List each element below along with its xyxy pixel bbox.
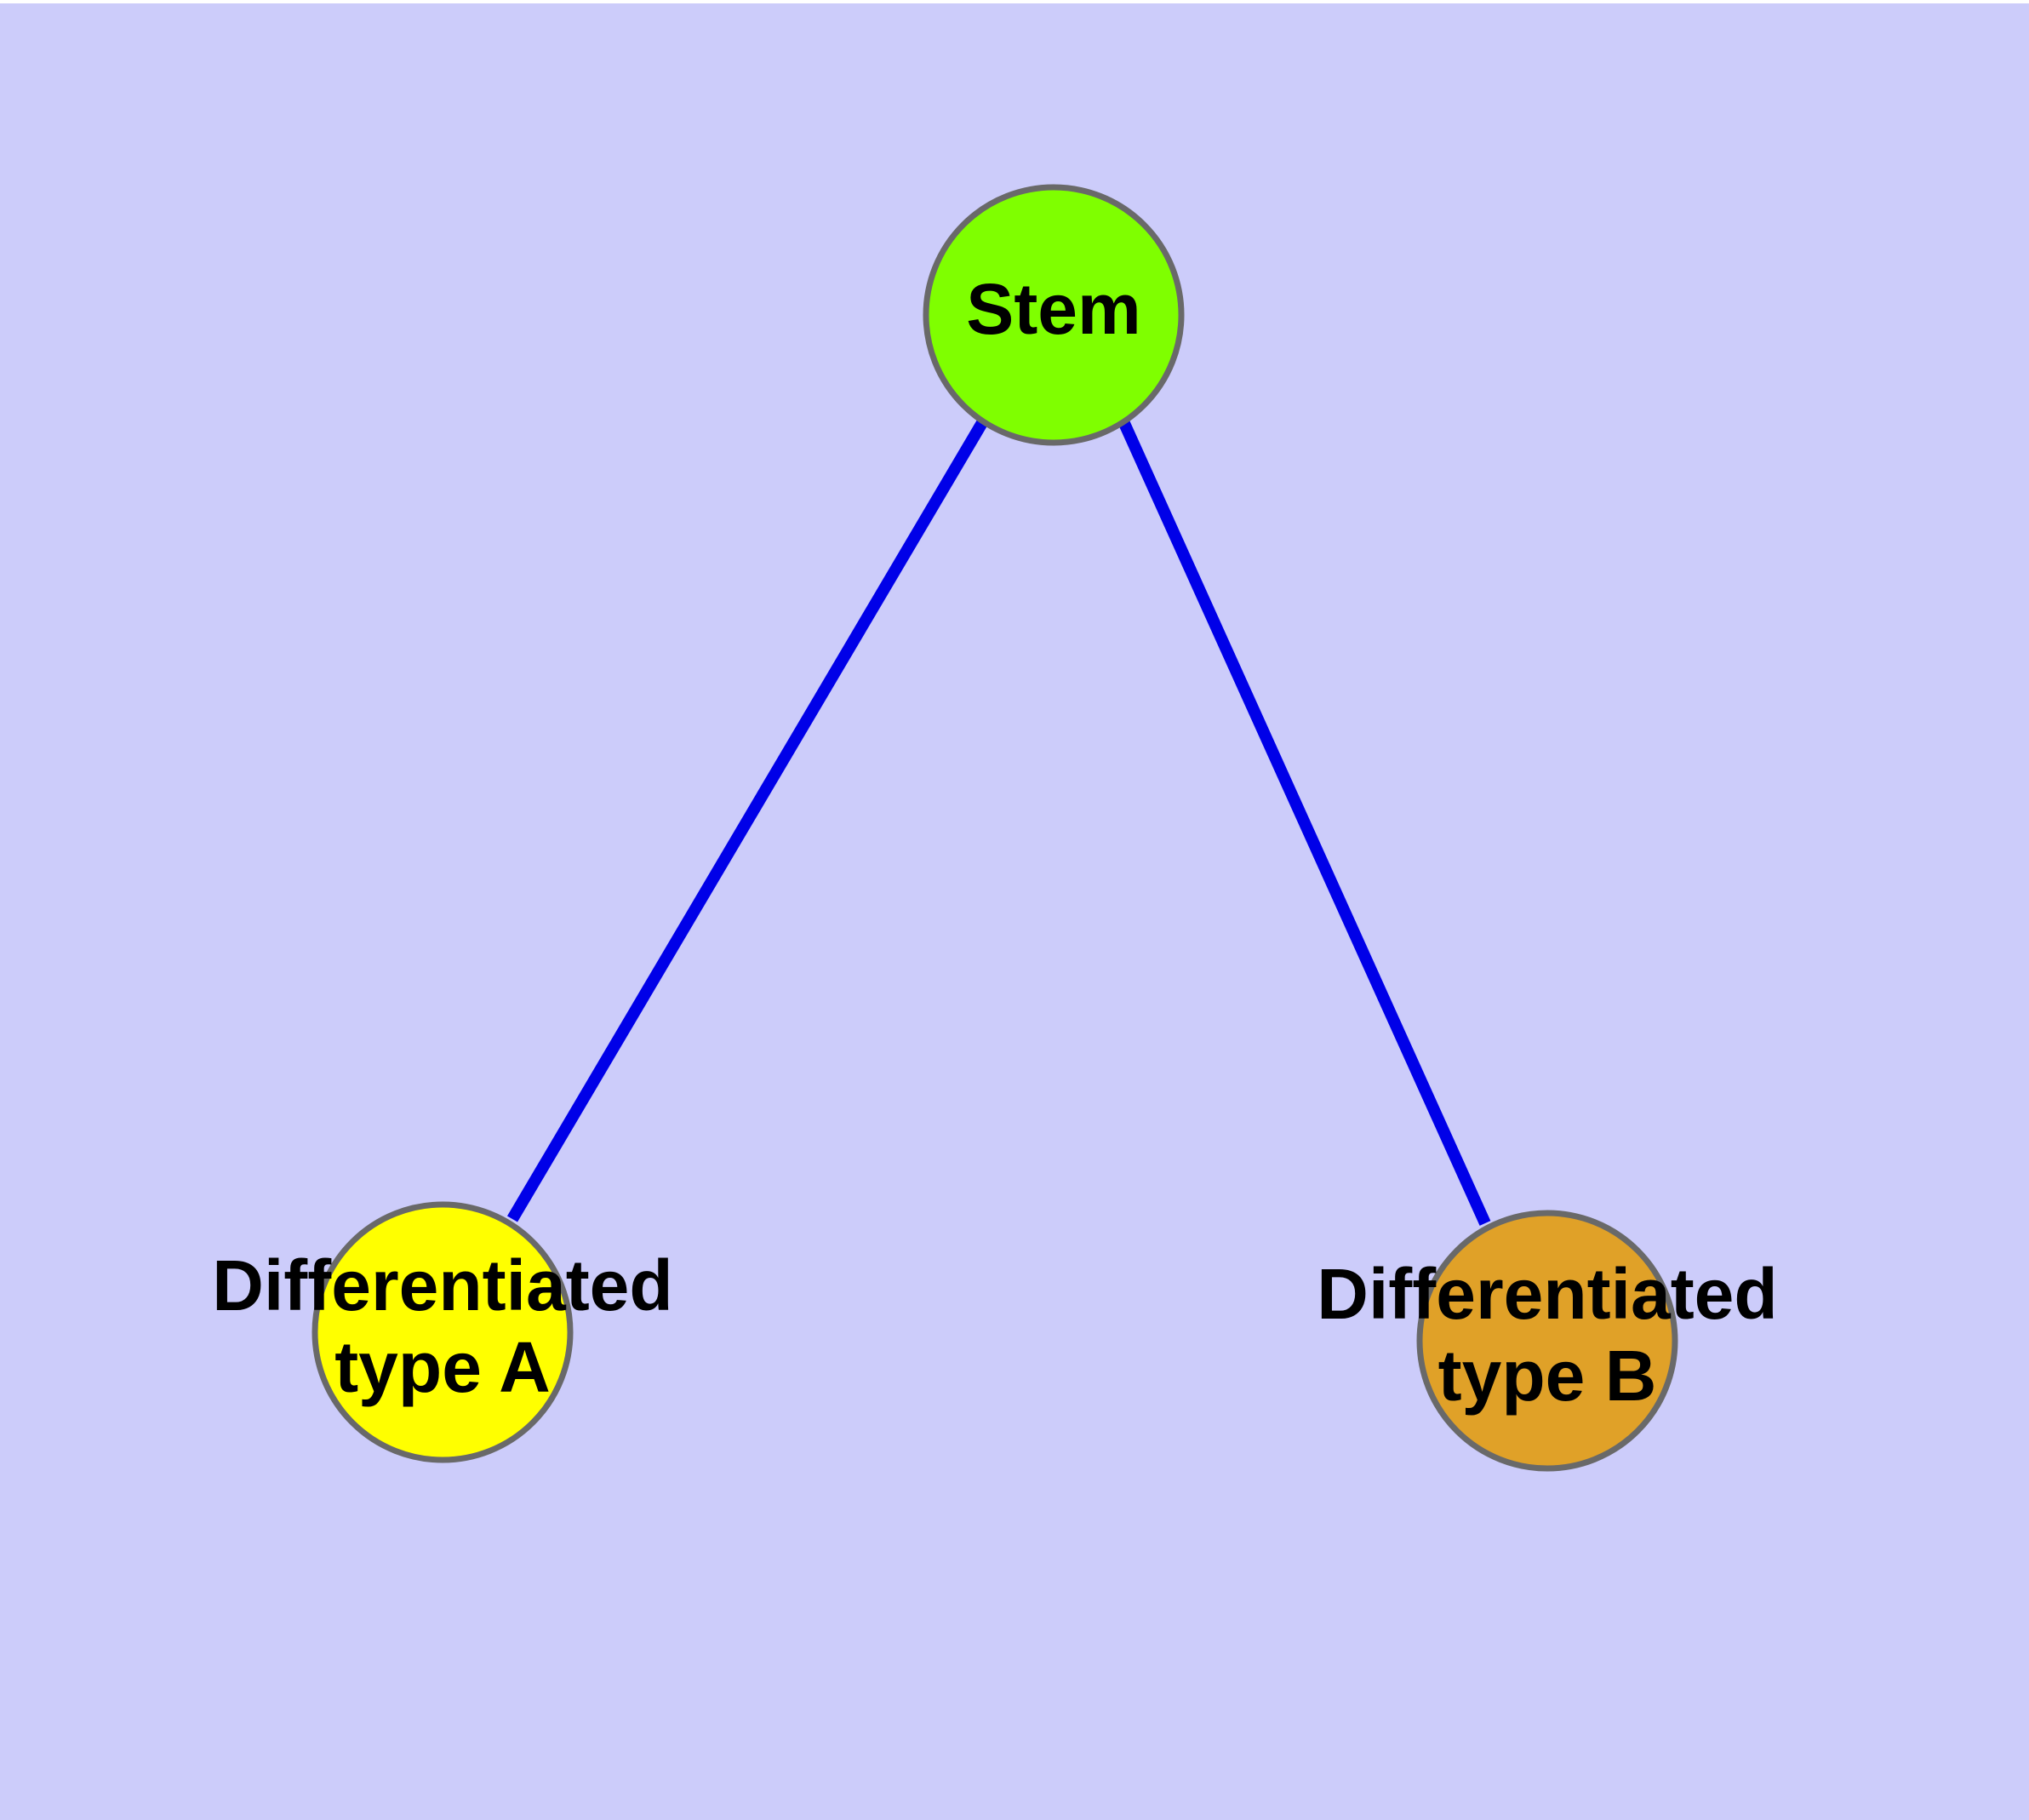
- graph-node-label-line: Differentiated: [212, 1245, 672, 1325]
- edges-layer: [506, 418, 1491, 1226]
- graph-node-stem[interactable]: [923, 184, 1185, 446]
- graph-node-label-line: type B: [1438, 1336, 1657, 1416]
- graph-edge-stem-to-diff-b[interactable]: [1117, 419, 1491, 1226]
- graph-node-label-line: Stem: [966, 269, 1140, 349]
- graph-edge-stem-to-diff-a[interactable]: [506, 418, 989, 1222]
- graph-node-diff-b[interactable]: [1416, 1210, 1678, 1472]
- graph-node-label-line: Differentiated: [1317, 1254, 1777, 1334]
- graph-node-label-stem: Stem: [966, 269, 1140, 349]
- nodes-layer: [311, 184, 1678, 1472]
- graph-node-diff-a[interactable]: [311, 1201, 574, 1463]
- graph-node-label-line: type A: [334, 1327, 551, 1407]
